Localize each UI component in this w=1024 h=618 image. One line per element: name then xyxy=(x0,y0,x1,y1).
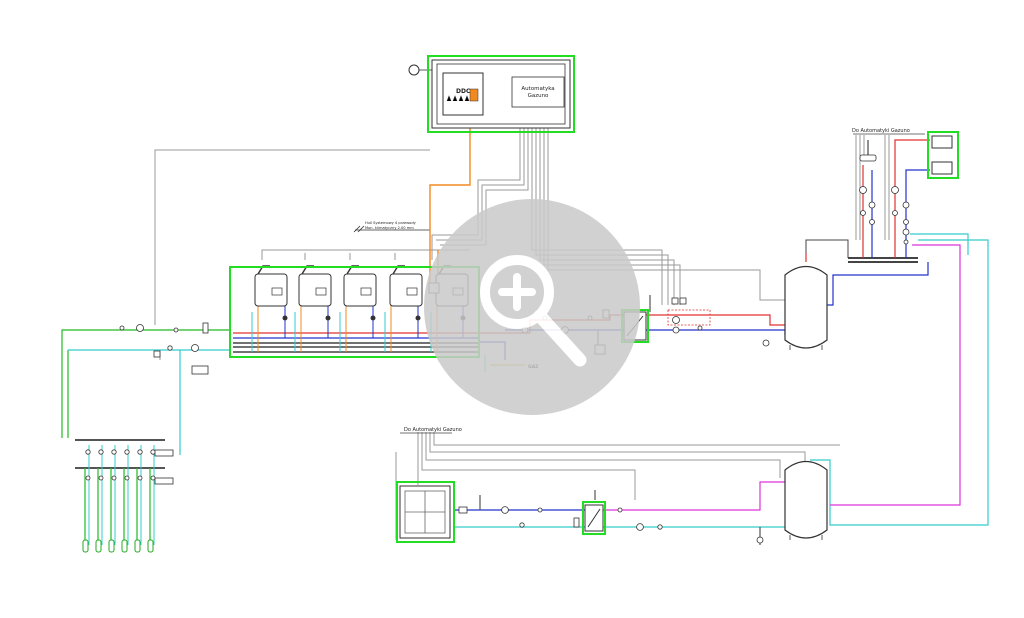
bottom-fittings xyxy=(458,506,764,544)
right-fittings xyxy=(859,154,910,245)
automatyka-label-line2: Gazuno xyxy=(528,93,549,99)
cable-note-line2: Mon. klimatyczny 2.00 mm xyxy=(365,226,414,230)
cable-break-mark xyxy=(353,225,365,233)
lower-storage-tank xyxy=(784,460,828,540)
do-automatyki-bottom-label: Do Automatyki Gazuno xyxy=(404,427,462,433)
zoom-plus-icon[interactable] xyxy=(424,199,640,415)
right-distribution xyxy=(805,139,989,526)
upper-storage-tank xyxy=(784,243,929,350)
air-handling-unit xyxy=(399,485,451,539)
top-right-panels xyxy=(931,135,953,175)
automatyka-label-line1: Automatyka xyxy=(521,86,554,92)
heat-exchanger-bottom xyxy=(584,504,604,532)
do-automatyki-top-label: Do Automatyki Gazuno xyxy=(852,128,910,134)
ddc-label: DDC xyxy=(456,88,471,95)
cable-note-line1: Hull Systemowy 4 przewody xyxy=(365,221,417,225)
control-cabinet xyxy=(408,59,571,129)
boiler-units xyxy=(254,265,469,321)
highlight-frames xyxy=(229,55,959,543)
bottom-circuit xyxy=(453,481,785,545)
left-circuit xyxy=(61,322,230,553)
